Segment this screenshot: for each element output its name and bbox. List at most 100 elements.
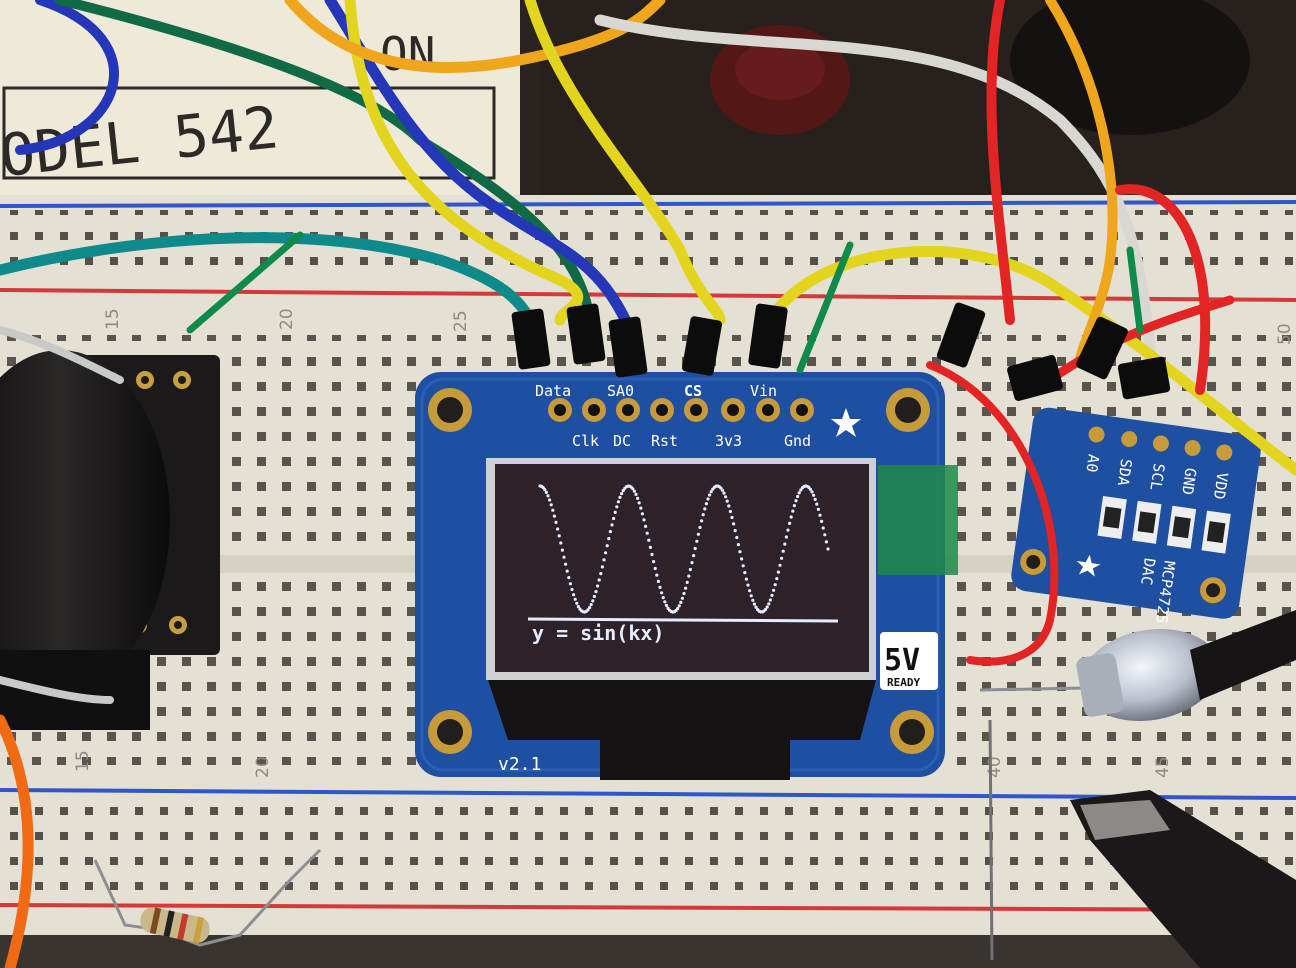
wave-pixel [644,524,648,529]
wave-pixel [599,572,603,576]
wave-pixel [660,591,664,595]
wave-pixel [815,502,819,506]
wave-pixel [744,577,749,581]
wave-pixel [783,542,787,546]
wave-pixel [618,495,622,499]
wave-pixel [554,520,558,525]
badge-big: 5V [884,643,920,678]
col-num-bottom-0: 15 [73,750,93,772]
wave-pixel [824,540,829,544]
wave-pixel [549,503,553,507]
wave-pixel [743,571,747,575]
star-logo-icon [831,408,861,437]
wave-pixel [616,500,621,504]
wire-connectors [511,302,1171,401]
wave-pixel [772,588,776,592]
dac-pin-vdd: VDD [1210,471,1232,500]
wave-pixel [560,548,565,552]
wave-pixel [608,530,613,534]
wave-pixel [586,608,590,612]
wave-pixel [544,490,549,494]
dac-pin-a0: A0 [1082,453,1102,473]
wave-pixel [653,566,657,571]
wave-pixel [735,535,739,540]
wave-pixel [826,547,830,551]
wave-pixel [688,567,693,572]
wave-pixel [602,558,606,562]
wave-pixel [596,584,600,588]
pin-label-gnd: Gnd [784,432,811,450]
wave-pixel [610,523,614,527]
wave-pixel [572,593,576,597]
wave-pixel [730,515,734,520]
wave-pixel [792,504,797,508]
wave-pixel [808,487,813,491]
wave-pixel [639,506,643,510]
pin-label-vin: Vin [750,382,777,400]
wave-pixel [728,509,733,514]
wave-pixel [823,533,827,537]
wave-pixel [732,522,736,526]
led [979,629,1220,961]
wave-pixel [588,606,592,610]
wave-pixel [690,561,694,565]
wave-pixel [692,554,696,558]
wave-pixel [770,593,774,598]
wave-pixel [786,528,790,532]
wave-pixel [620,492,624,496]
bottom-blue-rail-line [0,788,1296,800]
wave-pixel [810,490,814,494]
pin-label-sa0: SA0 [607,382,634,400]
alligator-clips [1070,610,1296,968]
wave-pixel [724,495,728,499]
wave-pixel [773,583,777,587]
wave-pixel [664,603,669,608]
wave-pixel [552,514,557,518]
wave-pixel [719,486,723,490]
wave-pixel [640,512,645,516]
wave-pixel [818,513,822,517]
col-num-top-4: 50 [1275,323,1295,345]
wave-pixel [642,518,646,522]
dac-type: DAC [1137,557,1159,586]
wave-pixel [775,577,779,581]
wave-pixel [661,596,665,600]
wave-pixel [615,505,619,509]
wave-pixel [663,600,667,604]
wave-pixel [789,515,793,519]
wave-pixel [679,600,683,605]
wave-pixel [740,557,744,561]
wave-pixel [700,519,704,523]
wave-pixel [791,509,795,513]
wave-pixel [556,527,560,531]
wave-pixel [684,586,688,590]
wave-pixel [648,545,653,550]
dac-pin-sda: SDA [1114,458,1136,487]
dac-star-icon [1076,554,1101,577]
wave-pixel [813,497,817,501]
oled-screen [495,464,869,672]
wave-pixel [652,560,656,564]
wave-pixel [637,501,641,505]
wave-pixel [748,589,752,593]
wave-pixel [693,546,697,551]
bottom-red-rail-line [0,903,1296,912]
wave-pixel [591,599,595,603]
wave-pixel [701,513,705,517]
wave-pixel [576,605,581,609]
wave-pixel [597,578,601,582]
pin-label-rst: Rst [651,432,678,450]
badge-small: READY [887,676,920,689]
wave-pixel [573,597,577,601]
wave-pixel [685,580,689,585]
pin-label-cs: CS [684,382,702,400]
wave-pixel [741,564,745,568]
wave-pixel [706,497,710,501]
wave-pixel [612,516,616,521]
wave-pixel [746,583,750,587]
col-num-top-1: 20 [277,308,297,330]
wave-pixel [788,521,792,526]
wave-pixel [736,543,741,547]
